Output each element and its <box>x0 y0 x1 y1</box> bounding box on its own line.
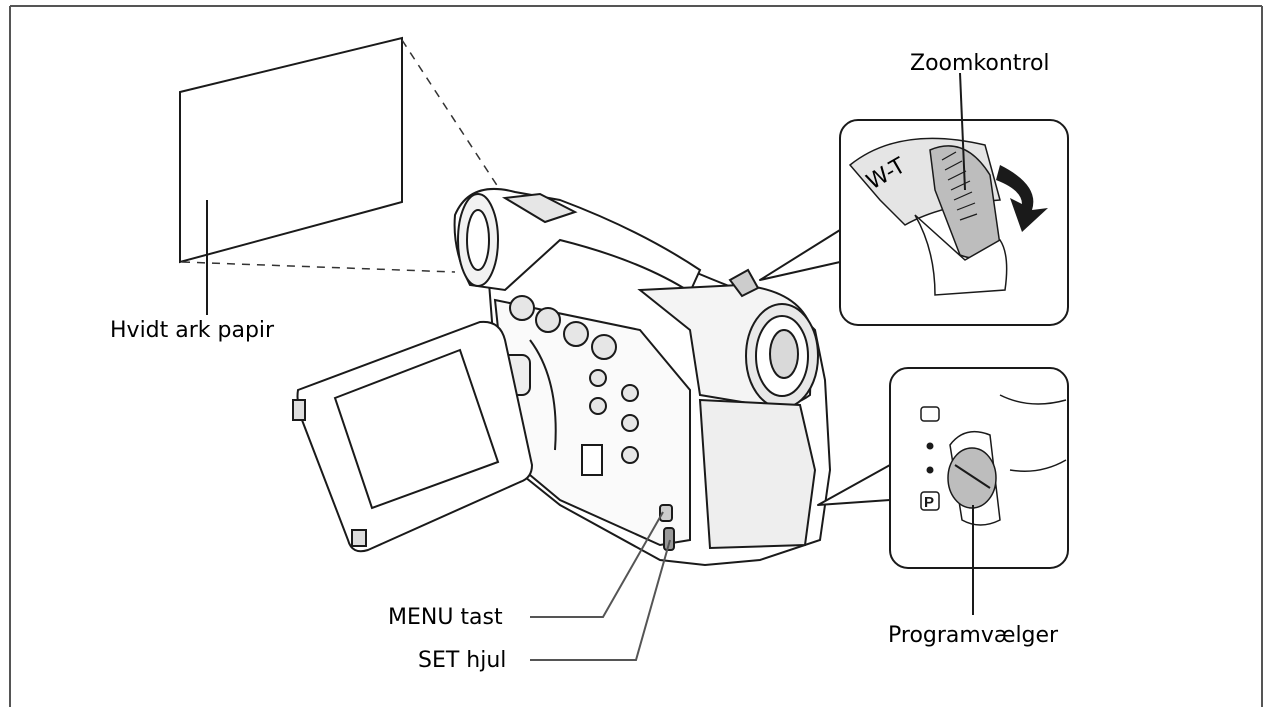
label-zoom-control: Zoomkontrol <box>910 51 1050 76</box>
program-inset: P <box>817 367 1069 615</box>
lcd-screen <box>292 320 534 553</box>
camcorder <box>453 187 832 567</box>
label-paper: Hvidt ark papir <box>110 318 275 343</box>
paper-sheet <box>179 36 403 315</box>
leader-lines <box>530 511 671 661</box>
zoom-inset: W-T <box>759 72 1069 326</box>
sight-lines <box>181 39 501 273</box>
label-set-dial: SET hjul <box>418 648 506 673</box>
label-program-selector: Programvælger <box>888 623 1059 648</box>
figure-border <box>9 5 1263 707</box>
svg-text:P: P <box>924 494 934 511</box>
arrow-down-icon <box>996 165 1048 232</box>
label-menu-button: MENU tast <box>388 605 503 630</box>
